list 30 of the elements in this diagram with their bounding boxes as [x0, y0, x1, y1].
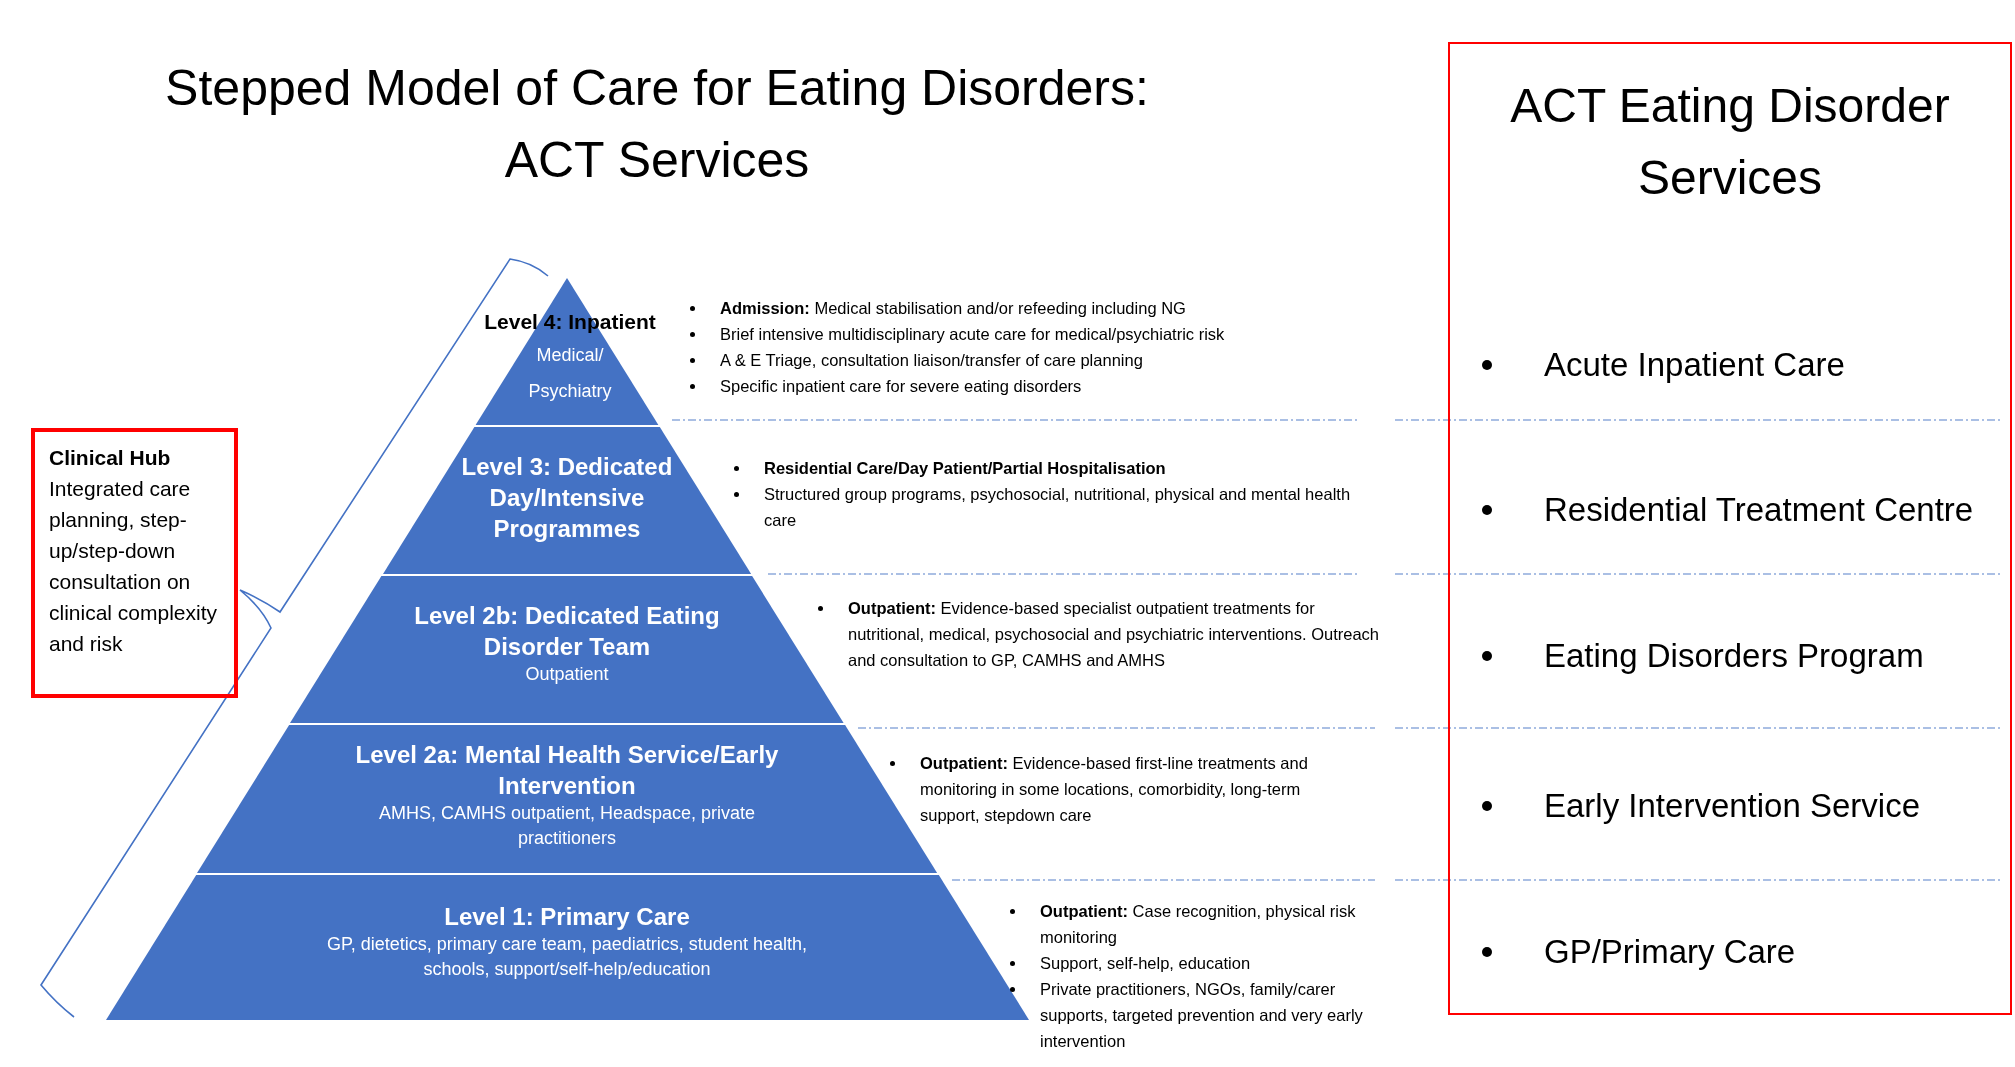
callout-box: [31, 428, 238, 698]
tier-title: Level 2a: Mental Health Service/Early Intervention: [354, 740, 780, 801]
list-item: Early Intervention Service: [1544, 786, 1920, 826]
bullet-point-text: Outpatient: Evidence-based first-line treatments and monitoring in some locations, comorbidity, long-term support, stepdown care: [920, 753, 1309, 826]
list-item: GP/Primary Care: [1544, 932, 1796, 972]
box-text: Integrated care planning, step-up/step-down consultation on clinical complexity and risk: [49, 476, 219, 657]
bullet-point-text: Brief intensive multidisciplinary acute care for medical/psychiatric risk: [720, 324, 1226, 345]
list-item: Eating Disorders Program: [1544, 636, 1924, 676]
bullet-point-text: Support, self-help, education: [1040, 953, 1252, 974]
tier-description: Medical/ Psychiatry: [527, 344, 613, 403]
bullet-point-text: Specific inpatient care for severe eating disorders: [720, 376, 1083, 397]
panel-heading: ACT Eating Disorder Services: [1509, 78, 1951, 206]
bullet-point-text: Residential Care/Day Patient/Partial Hospitalisation: [764, 458, 1167, 479]
bullet-point-text: Structured group programs, psychosocial, nutritional, physical and mental health care: [764, 484, 1352, 531]
tier-title: Level 1: Primary Care: [444, 902, 690, 932]
bullet-point-text: Outpatient: Case recognition, physical risk monitoring: [1040, 901, 1357, 948]
bullet-point-text: Outpatient: Evidence-based specialist outpatient treatments for nutritional, medical, psychosocial and psychiatric interventions. Outreach and consultation to GP, CAMHS and AMHS: [848, 598, 1380, 671]
bullet-point-text: Admission: Medical stabilisation and/or refeeding including NG: [720, 298, 1187, 319]
tier-title: Level 2b: Dedicated Eating Disorder Team: [413, 601, 721, 662]
panel: [1448, 42, 2012, 1015]
bullet-point-text: A & E Triage, consultation liaison/transfer of care planning: [720, 350, 1144, 371]
box-heading: Clinical Hub: [49, 445, 172, 471]
list-item: Acute Inpatient Care: [1544, 345, 1845, 385]
title: Stepped Model of Care for Eating Disorders: ACT Services: [164, 59, 1150, 190]
list-item: Residential Treatment Centre: [1544, 490, 1974, 530]
tier-description: Outpatient: [525, 663, 609, 686]
tier-title: Level 3: Dedicated Day/Intensive Programmes: [460, 452, 674, 544]
bullet-point-text: Private practitioners, NGOs, family/carer supports, targeted prevention and very early intervention: [1040, 979, 1364, 1052]
tier-description: GP, dietetics, primary care team, paediatrics, student health, schools, support/self-help/education: [326, 933, 808, 981]
tier-description: AMHS, CAMHS outpatient, Headspace, private practitioners: [377, 802, 757, 850]
